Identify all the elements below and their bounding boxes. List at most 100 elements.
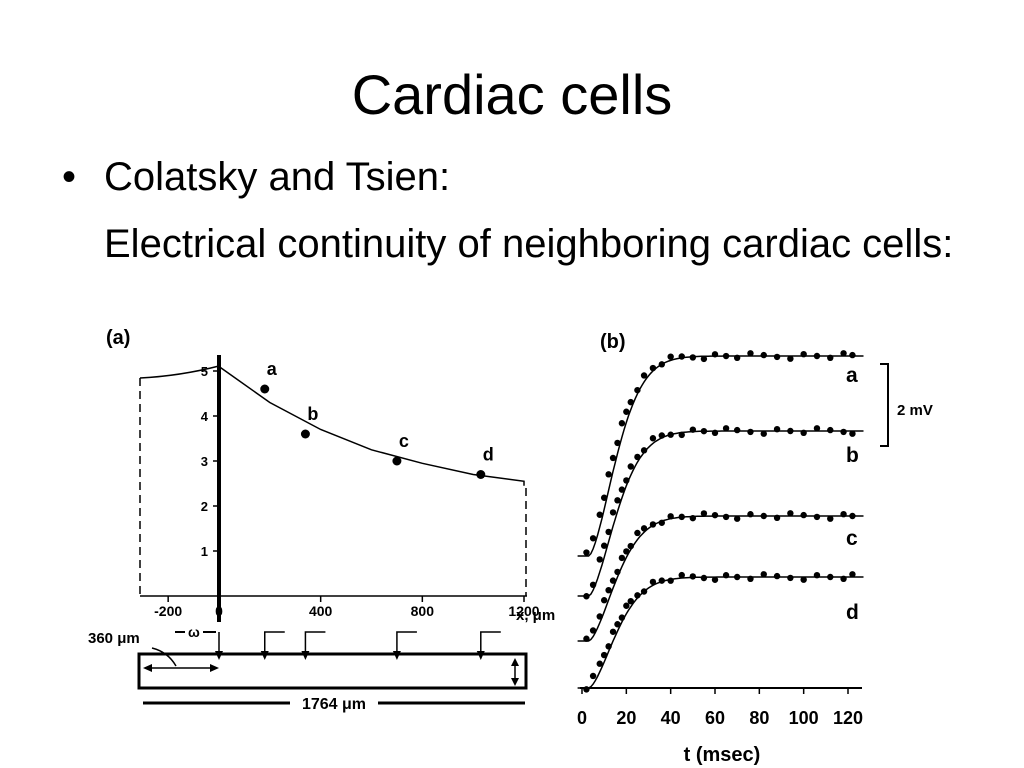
scale-bar-bracket (880, 363, 889, 447)
panel-b-data-point (787, 427, 794, 435)
panel-b-data-point (722, 513, 730, 521)
panel-b-data-point (787, 574, 794, 582)
panel-b-data-point (733, 515, 741, 522)
panel-b-data-point (605, 586, 612, 594)
electrode-tip-icon (260, 651, 269, 660)
panel-b-data-point (787, 510, 794, 517)
panel-b-data-point (623, 548, 630, 555)
cable-fiber-outline (137, 652, 528, 690)
panel-b-data-point (840, 350, 847, 357)
panel-b-data-point (787, 355, 794, 362)
panel-b-data-point (609, 628, 617, 635)
panel-b-data-point (634, 386, 641, 394)
panel-b-data-point (589, 627, 597, 634)
bullet-text: Colatsky and Tsien: (104, 155, 451, 199)
panel-b-data-point (667, 577, 674, 584)
panel-b-data-point (827, 354, 834, 361)
panel-b-data-point (813, 425, 821, 432)
panel-b-data-point (711, 429, 719, 437)
panel-b-data-point (623, 602, 630, 609)
panel-b-data-point (583, 635, 590, 642)
panel-b-label: (b) (600, 331, 626, 353)
panel-b-data-point (747, 511, 754, 518)
panel-b-x-tick-label: 120 (833, 708, 863, 728)
panel-a-data-point (392, 456, 402, 466)
panel-b-data-point (600, 542, 608, 549)
panel-b-data-point (640, 525, 648, 532)
panel-b-data-point (840, 575, 847, 582)
panel-b-data-point (649, 578, 657, 586)
panel-b-data-point (711, 351, 719, 358)
panel-b-data-point (849, 512, 856, 520)
panel-b-data-point (589, 581, 597, 589)
panel-b-data-point (627, 542, 634, 550)
panel-b-data-point (773, 353, 781, 361)
panel-b-data-point (760, 571, 767, 578)
panel-b-x-tick-label: 20 (616, 708, 636, 728)
panel-b-data-point (722, 352, 730, 360)
panel-b-data-point (800, 351, 807, 358)
electrode-tip-icon (301, 651, 310, 660)
panel-b-data-point (658, 432, 665, 439)
electrode-tip-icon (476, 651, 485, 660)
panel-b-x-axis-label: t (msec) (684, 744, 761, 766)
panel-b-data-point (627, 597, 634, 605)
panel-b-data-point (596, 660, 603, 667)
panel-a-x-tick-label: 800 (411, 603, 435, 619)
panel-b-data-point (658, 361, 665, 368)
panel-b-data-point (640, 588, 648, 595)
panel-b-data-point (627, 463, 634, 470)
panel-a-y-tick-label: 1 (201, 544, 208, 559)
panel-a-x-tick-label: -200 (154, 603, 182, 619)
panel-b-data-point (649, 364, 657, 372)
panel-b-data-point (678, 353, 685, 360)
panel-b-data-point (849, 351, 856, 359)
panel-b-data-point (583, 593, 590, 600)
panel-b-data-point (827, 515, 834, 522)
panel-b-trace-c (577, 515, 864, 642)
bullet-subtext: Electrical continuity of neighboring car… (104, 222, 954, 266)
recording-electrode (480, 631, 501, 656)
panel-a-point-label: c (399, 431, 409, 451)
panel-b-data-point (589, 535, 597, 542)
panel-b-data-point (658, 577, 665, 584)
panel-b-data-point (689, 573, 697, 580)
panel-a-x-tick-label: 0 (215, 603, 223, 619)
panel-b-data-point (813, 513, 821, 521)
panel-b-data-point (747, 350, 754, 357)
panel-b-data-point (760, 430, 767, 437)
fiber-arrowhead-down (511, 678, 519, 686)
panel-b-data-point (589, 672, 597, 680)
panel-b-data-point (760, 351, 767, 359)
panel-b-data-point (640, 447, 648, 454)
panel-a-data-point (260, 384, 270, 394)
panel-b-data-point (649, 521, 657, 528)
panel-b-data-point (634, 453, 641, 461)
electrode-tip-icon (392, 651, 401, 660)
panel-a-x-tick-label: 400 (309, 603, 333, 619)
panel-b-trace-label: c (846, 527, 858, 550)
panel-b-data-point (618, 486, 626, 493)
panel-b-data-point (618, 614, 626, 621)
panel-a-decay-curve (218, 365, 525, 486)
panel-b-data-point (800, 576, 807, 583)
panel-b-data-point (596, 613, 603, 620)
panel-b-data-point (640, 372, 648, 379)
recording-electrode (264, 631, 285, 656)
panel-b-data-point (583, 549, 590, 556)
panel-b-data-point (813, 352, 821, 360)
panel-a-point-label: a (267, 359, 278, 379)
panel-b-data-point (609, 577, 617, 584)
panel-b-data-point (634, 592, 641, 599)
panel-b-data-point (800, 511, 807, 519)
panel-b-data-point (800, 429, 807, 436)
panel-a-left-curve (139, 365, 220, 379)
bullet-dot-icon: • (62, 155, 77, 199)
panel-b-data-point (711, 511, 719, 519)
panel-b-data-point (609, 454, 617, 462)
panel-b-data-point (700, 355, 708, 363)
panel-b-data-point (614, 621, 621, 628)
panel-b-data-point (760, 512, 767, 520)
